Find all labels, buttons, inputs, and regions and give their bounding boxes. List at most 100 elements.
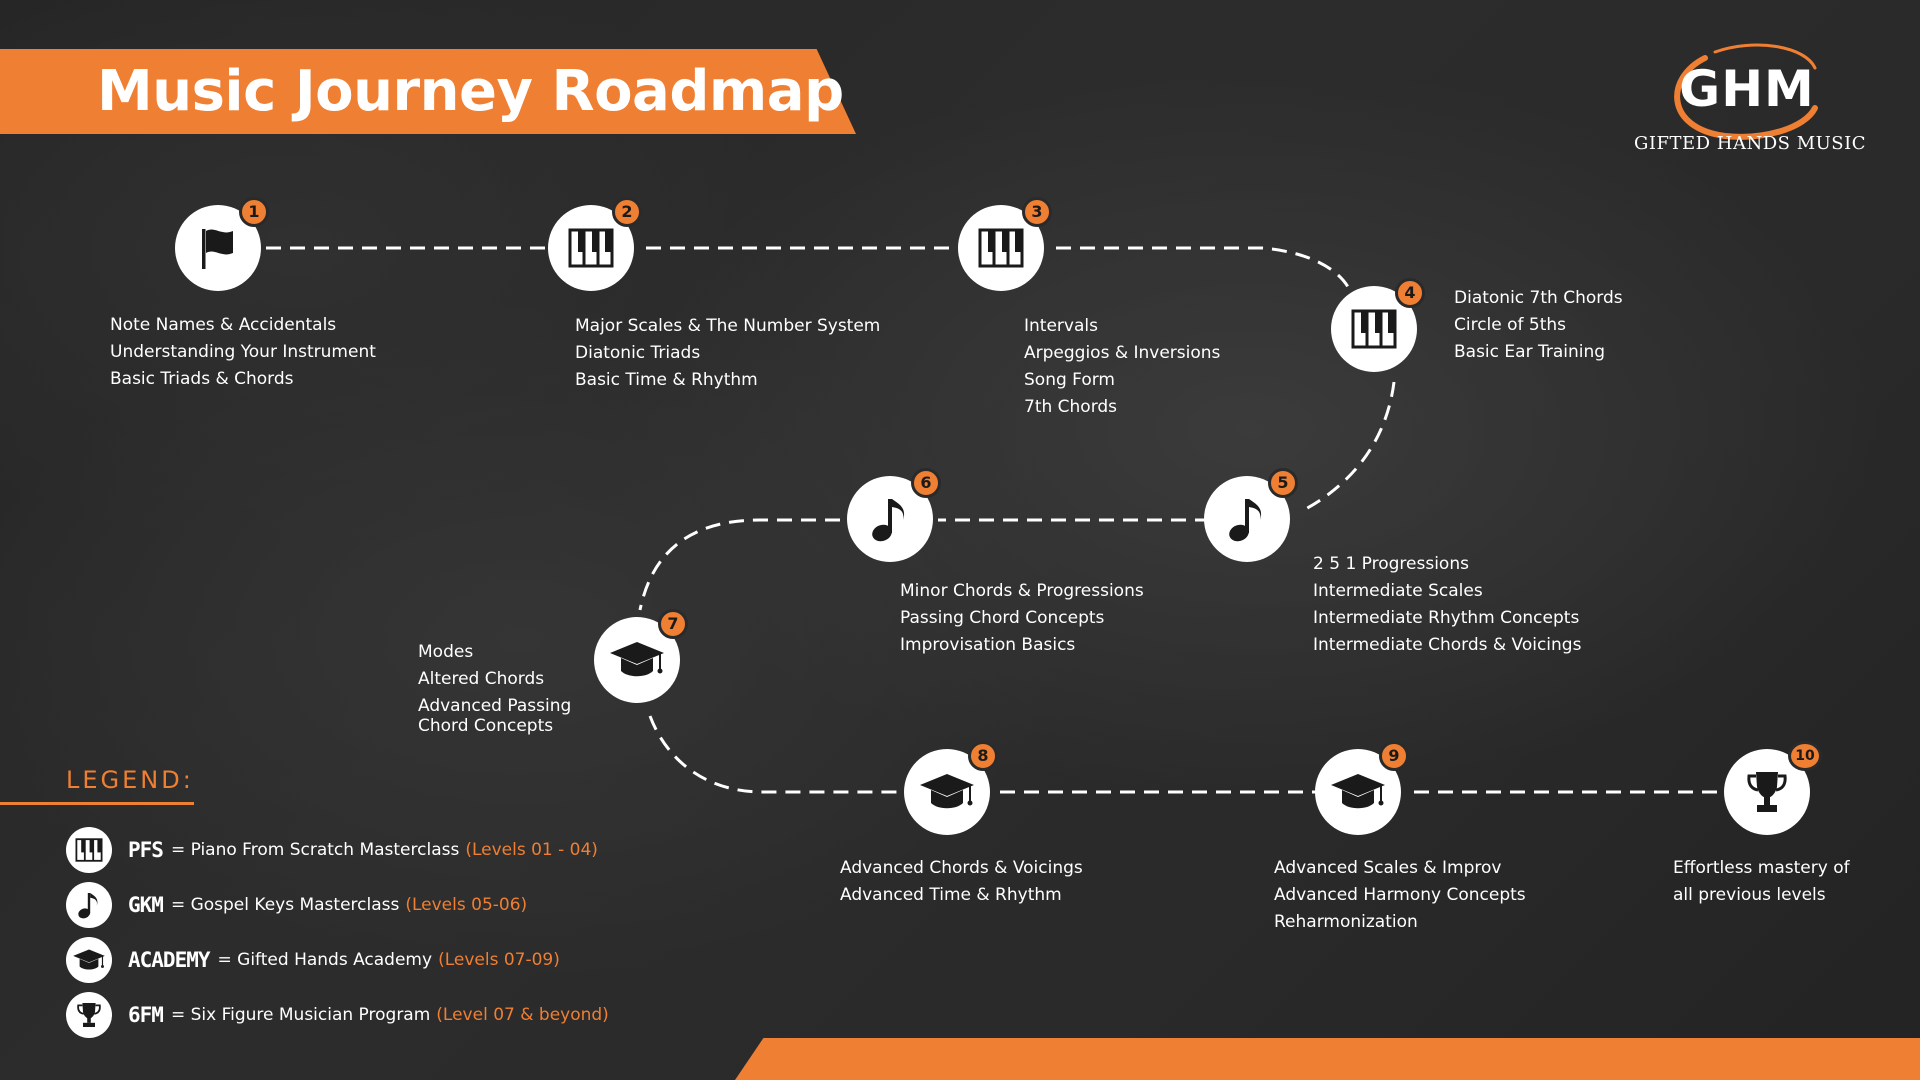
flag-icon [202, 229, 233, 269]
milestone-3[interactable]: 3 [958, 197, 1052, 291]
milestone-5[interactable]: 5 [1204, 468, 1298, 562]
milestone-8-topics: Advanced Chords & Voicings Advanced Time… [840, 855, 1083, 909]
legend-icon [66, 827, 112, 873]
legend-levels: (Levels 07-09) [438, 950, 560, 970]
topic-item: Song Form [1024, 370, 1115, 390]
milestone-8[interactable]: 8 [904, 741, 998, 835]
milestone-9-topics: Advanced Scales & Improv Advanced Harmon… [1274, 855, 1526, 936]
legend-code: GKM [128, 893, 164, 917]
milestone-4-topics: Diatonic 7th Chords Circle of 5ths Basic… [1454, 285, 1623, 366]
milestone-4-badge: 4 [1395, 278, 1425, 308]
topic-item: Circle of 5ths [1454, 315, 1567, 335]
milestone-7-topics: Modes Altered Chords Advanced Passing Ch… [418, 639, 571, 740]
legend-levels: (Levels 05-06) [405, 895, 528, 915]
music-note-icon [872, 499, 905, 542]
legend-description: = Gifted Hands Academy [217, 950, 433, 970]
legend-description: = Gospel Keys Masterclass [170, 895, 400, 915]
logo-swoosh-icon [1674, 43, 1818, 140]
topic-item: Advanced Chords & Voicings [840, 858, 1083, 878]
legend-icon [66, 937, 112, 983]
milestone-10-badge: 10 [1788, 741, 1822, 771]
topic-item: 2 5 1 Progressions [1313, 554, 1469, 574]
topic-item: Modes [418, 642, 474, 662]
graduation-cap-icon [920, 774, 974, 809]
milestone-1-circle [175, 205, 261, 291]
topic-item: Advanced Passing [418, 696, 572, 716]
topic-item: Intermediate Rhythm Concepts [1313, 608, 1580, 628]
title-banner [0, 49, 856, 134]
legend-description: = Piano From Scratch Masterclass [170, 840, 460, 860]
graduation-cap-icon [1331, 774, 1385, 809]
legend-code: PFS [128, 838, 164, 862]
music-note-icon [78, 893, 98, 919]
legend-item-pfs: PFS = Piano From Scratch Masterclass (Le… [66, 826, 598, 874]
topic-item: 7th Chords [1024, 397, 1118, 417]
milestone-1[interactable]: 1 [175, 197, 269, 291]
topic-item: Effortless mastery of [1673, 858, 1850, 878]
milestone-6-badge: 6 [911, 468, 941, 498]
topic-item: Basic Ear Training [1454, 342, 1606, 362]
legend-levels: (Levels 01 - 04) [465, 840, 598, 860]
topic-item: Intermediate Chords & Voicings [1313, 635, 1582, 655]
milestone-6[interactable]: 6 [847, 468, 941, 562]
milestone-2-topics: Major Scales & The Number System Diatoni… [575, 313, 880, 394]
topic-item: Advanced Time & Rhythm [840, 885, 1062, 905]
legend-divider [0, 802, 194, 805]
graduation-cap-icon [73, 949, 105, 970]
bottom-accent-bar [735, 1038, 1920, 1080]
logo-mark: GHM [1679, 60, 1815, 118]
topic-item: Basic Time & Rhythm [575, 370, 758, 390]
legend-description: = Six Figure Musician Program [170, 1005, 431, 1025]
milestone-9-badge: 9 [1379, 741, 1409, 771]
milestone-2[interactable]: 2 [548, 197, 642, 291]
legend-levels: (Level 07 & beyond) [436, 1005, 609, 1025]
topic-item: Note Names & Accidentals [110, 315, 337, 335]
logo-name: GIFTED HANDS MUSIC [1633, 133, 1867, 154]
topic-item: Chord Concepts [418, 716, 554, 736]
topic-item: Intermediate Scales [1313, 581, 1483, 601]
piano-keys-icon [75, 838, 103, 862]
page-title: Music Journey Roadmap [97, 59, 844, 124]
topic-item: Improvisation Basics [900, 635, 1076, 655]
milestone-7-badge: 7 [658, 609, 688, 639]
milestone-10-topics: Effortless mastery of all previous level… [1673, 855, 1850, 909]
legend-code: ACADEMY [128, 948, 211, 972]
piano-keys-icon [1351, 309, 1397, 349]
graduation-cap-icon [610, 642, 664, 677]
milestone-3-badge: 3 [1022, 197, 1052, 227]
topic-item: Passing Chord Concepts [900, 608, 1105, 628]
topic-item: Reharmonization [1274, 912, 1418, 932]
legend-item-academy: ACADEMY = Gifted Hands Academy (Levels 0… [66, 936, 560, 984]
trophy-icon [1747, 772, 1787, 812]
topic-item: Diatonic Triads [575, 343, 701, 363]
brand-logo: GHM GIFTED HANDS MUSIC [1630, 30, 1870, 160]
milestone-9-circle [1315, 749, 1401, 835]
legend-icon [66, 992, 112, 1038]
topic-item: Advanced Scales & Improv [1274, 858, 1502, 878]
milestone-1-badge: 1 [239, 197, 269, 227]
milestone-7[interactable]: 7 [594, 609, 688, 703]
milestone-5-topics: 2 5 1 Progressions Intermediate Scales I… [1313, 551, 1581, 659]
topic-item: Major Scales & The Number System [575, 316, 881, 336]
legend-title: LEGEND: [66, 766, 194, 794]
topic-item: Diatonic 7th Chords [1454, 288, 1623, 308]
topic-item: Arpeggios & Inversions [1024, 343, 1221, 363]
milestone-5-badge: 5 [1268, 468, 1298, 498]
legend-item-gkm: GKM = Gospel Keys Masterclass (Levels 05… [66, 881, 527, 929]
milestone-8-badge: 8 [968, 741, 998, 771]
piano-keys-icon [568, 228, 614, 268]
trophy-icon [77, 1003, 101, 1027]
legend-icon [66, 882, 112, 928]
topic-item: Intervals [1024, 316, 1098, 336]
music-note-icon [1229, 499, 1262, 542]
topic-item: Advanced Harmony Concepts [1274, 885, 1526, 905]
legend-item-6fm: 6FM = Six Figure Musician Program (Level… [66, 991, 609, 1039]
topic-item: Basic Triads & Chords [110, 369, 294, 389]
milestone-9[interactable]: 9 [1315, 741, 1409, 835]
milestone-4[interactable]: 4 [1331, 278, 1425, 372]
milestone-1-topics: Note Names & Accidentals Understanding Y… [110, 312, 376, 393]
milestone-10[interactable]: 10 [1724, 741, 1822, 835]
topic-item: Minor Chords & Progressions [900, 581, 1144, 601]
topic-item: Altered Chords [418, 669, 545, 689]
